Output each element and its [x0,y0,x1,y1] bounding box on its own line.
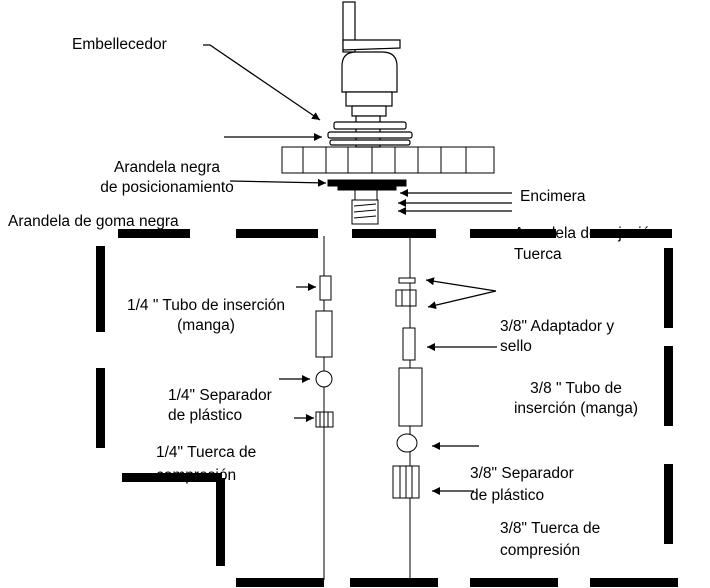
leader-arrows [203,44,512,495]
label-separador-38-line1: 3/8" Separador [470,465,574,482]
label-adaptador-38-line1: 3/8" Adaptador y [500,318,615,335]
label-tubo-14-line1: 1/4 " Tubo de inserción [126,297,286,314]
shank-below-counter [327,179,407,225]
label-tuerca-38-line2: compresión [500,542,581,559]
label-separador-14-line2: de plástico [168,407,243,424]
escutcheon-washers [327,121,413,146]
parts-38 [392,277,423,499]
label-encimera: Encimera [520,188,586,205]
countertop-grid [281,146,495,174]
dashed-border [96,229,678,587]
label-de-posicionamiento: de posicionamiento [100,179,234,196]
label-tubo-38-line1: 3/8 " Tubo de [530,380,622,397]
label-arandela-sujecion: Arandela de sujeción [514,225,659,242]
label-separador-38-line2: de plástico [470,487,545,504]
label-arandela-goma: Arandela de goma negra [8,213,179,230]
label-tuerca: Tuerca [514,246,562,263]
label-tuerca-14-line1: 1/4" Tuerca de [156,444,257,461]
label-adaptador-38-line2: sello [500,338,532,355]
label-embellecedor: Embellecedor [72,36,167,53]
label-tubo-14-line2: (manga) [177,317,235,334]
label-separador-14-line1: 1/4" Separador [168,387,272,404]
label-tuerca-38-line1: 3/8" Tuerca de [500,520,601,537]
parts-14 [315,275,334,428]
label-tubo-38-line2: inserción (manga) [513,400,639,417]
label-arandela-negra: Arandela negra [114,159,220,176]
label-tuerca-14-line2: compresión [156,467,237,484]
